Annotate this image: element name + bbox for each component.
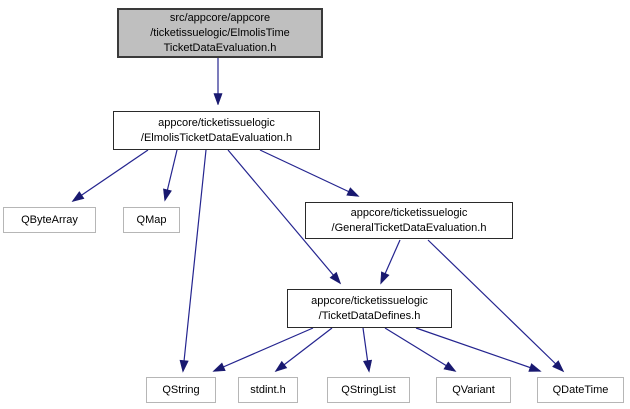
edge-elmolis-to-general [259,149,360,197]
node-qstring: QString [146,377,216,403]
node-general-ticket-data-evaluation[interactable]: appcore/ticketissuelogic /GeneralTicketD… [305,202,513,239]
node-qbytearray: QByteArray [3,207,96,233]
node-elmolis-ticket-data-evaluation[interactable]: appcore/ticketissuelogic /ElmolisTicketD… [113,111,320,150]
node-ticket-data-defines[interactable]: appcore/ticketissuelogic /TicketDataDefi… [287,289,452,328]
edge-defines-to-stdint [274,327,333,373]
node-qdatetime: QDateTime [537,377,624,403]
edge-defines-to-qvariant [384,327,457,372]
node-qvariant: QVariant [436,377,511,403]
node-stdint-h: stdint.h [238,377,298,403]
node-qstringlist: QStringList [327,377,410,403]
node-qmap: QMap [123,207,180,233]
node-main-file: src/appcore/appcore /ticketissuelogic/El… [117,8,323,58]
edge-defines-to-qstringlist [362,327,373,373]
edge-elmolis-to-qstring [179,149,207,373]
edge-elmolis-to-qmap [163,149,178,202]
edge-general-to-defines [380,239,401,285]
edge-defines-to-qstring [212,327,314,372]
edge-defines-to-qdatetime [415,327,542,372]
edge-elmolis-to-qbytearray [71,149,149,202]
